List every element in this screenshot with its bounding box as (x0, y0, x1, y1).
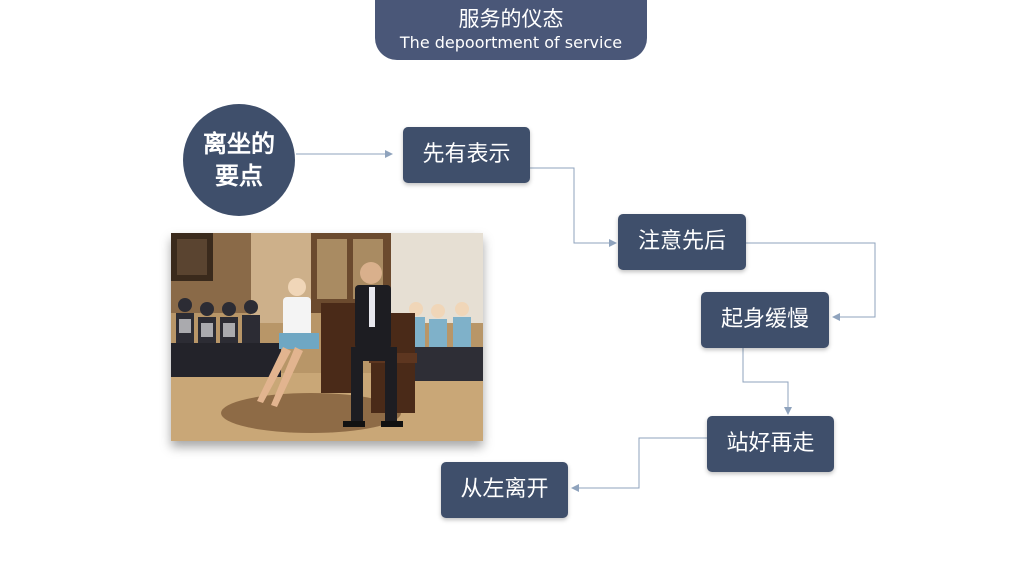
step-box-3: 起身缓慢 (701, 292, 829, 348)
header-tab: 服务的仪态 The depoortment of service (375, 0, 647, 60)
topic-circle: 离坐的要点 (183, 104, 295, 216)
service-demo-photo (171, 233, 483, 441)
topic-label: 离坐的要点 (203, 130, 275, 190)
connector-step2-to-step3 (746, 242, 876, 321)
step-box-1: 先有表示 (403, 127, 530, 183)
page-subtitle: The depoortment of service (399, 33, 623, 52)
photo-illustration (171, 233, 483, 441)
page-title: 服务的仪态 (458, 7, 564, 31)
step-box-2: 注意先后 (618, 214, 746, 270)
connector-step1-to-step2 (530, 167, 617, 247)
connector-step4-to-step5 (571, 437, 707, 492)
connector-step3-to-step4 (742, 348, 792, 415)
step-box-5: 从左离开 (441, 462, 568, 518)
step-box-4: 站好再走 (707, 416, 834, 472)
